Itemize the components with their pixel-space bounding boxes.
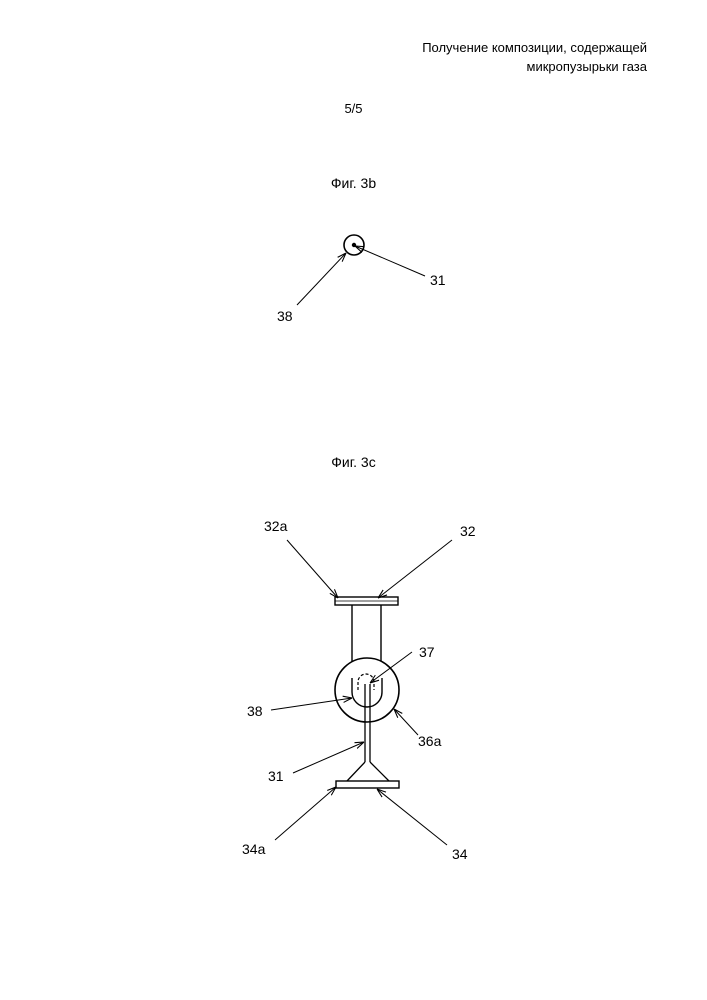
- fig3c-label-36a: 36a: [418, 733, 442, 749]
- fig3b-leader-31: [355, 246, 425, 276]
- fig3c-label-32: 32: [460, 523, 476, 539]
- fig3b-leader-38: [297, 253, 346, 305]
- fig3c-label-31: 31: [268, 768, 284, 784]
- fig3c-leader-32a: [287, 540, 338, 598]
- fig3c-leader-31: [293, 742, 364, 773]
- fig3c-label-32a: 32a: [264, 518, 288, 534]
- fig3c-leader-34: [377, 789, 447, 845]
- figure-3c-drawing: 32a 32 37 38 36a 31 34a 34: [242, 518, 476, 862]
- fig3c-needle-hub: [347, 762, 389, 781]
- fig3c-bottom-plate: [336, 781, 399, 788]
- fig3c-tube-end: [352, 678, 382, 707]
- fig3c-label-34: 34: [452, 846, 468, 862]
- fig3b-label-38: 38: [277, 308, 293, 324]
- figure-3b-drawing: 31 38: [277, 235, 446, 324]
- fig3c-leader-32: [378, 540, 452, 598]
- fig3c-leader-34a: [275, 787, 336, 840]
- fig3c-label-38: 38: [247, 703, 263, 719]
- fig3c-label-37: 37: [419, 644, 435, 660]
- fig3c-leader-36a: [394, 709, 418, 735]
- fig3b-label-31: 31: [430, 272, 446, 288]
- fig3c-label-34a: 34a: [242, 841, 266, 857]
